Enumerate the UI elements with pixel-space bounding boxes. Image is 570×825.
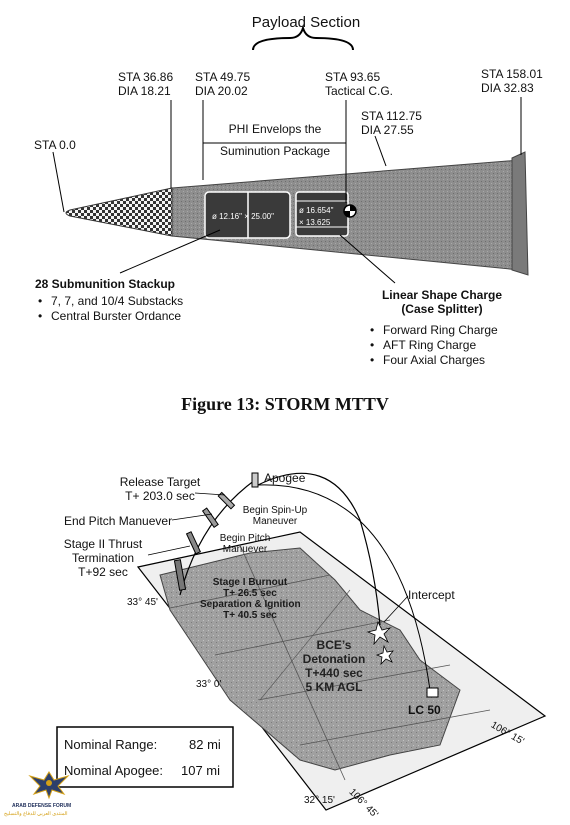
station-sta: STA 93.65 (325, 70, 381, 84)
latitude-3345: 33° 45' (127, 597, 158, 608)
target-path (257, 484, 431, 691)
spin-up-label: Begin Spin-Up Maneuver (235, 505, 315, 527)
bce-text-1: BCE’s (316, 638, 352, 652)
station-label-36: STA 36.86 DIA 18.21 (118, 70, 173, 98)
end-pitch-label: End Pitch Manuever (64, 514, 173, 528)
stage1-text-4: T+ 40.5 sec (223, 610, 277, 621)
station-dia: DIA 32.83 (481, 81, 534, 95)
stage1-label: Stage I Burnout T+ 26.5 sec Separation &… (200, 577, 301, 621)
phi-line-2: Suminution Package (219, 144, 331, 158)
figure-caption: Figure 13: STORM MTTV (181, 394, 389, 414)
station-label-158: STA 158.01 DIA 32.83 (481, 67, 543, 95)
nominal-apogee-row: Nominal Apogee: 107 mi (64, 763, 220, 778)
intercept-burst-1 (366, 620, 392, 646)
charge-item: Four Axial Charges (370, 353, 522, 368)
station-dia: DIA 20.02 (195, 84, 248, 98)
watermark-name: ARAB DEFENSE FORUM (12, 803, 72, 809)
apogee-label: Apogee (264, 471, 306, 485)
phi-envelope-label: PHI Envelops the Suminution Package (205, 122, 345, 158)
station-label-zero: STA 0.0 (34, 138, 76, 152)
station-sta: STA 36.86 (118, 70, 174, 84)
watermark: ARAB DEFENSE FORUM المنتدى العربي للدفاع… (2, 768, 102, 823)
spin-up-text-2: Maneuver (252, 516, 298, 527)
nominal-box (56, 726, 234, 788)
stage2-label: Stage II Thrust Termination T+92 sec (53, 537, 153, 579)
watermark-arabic: المنتدى العربي للدفاع والتسليح (4, 811, 68, 817)
dimension-ring-1: ø 16.654" (299, 206, 334, 215)
intercept-label: Intercept (408, 588, 455, 602)
stage1-text-3: Separation & Ignition (200, 599, 301, 610)
nominal-range-value: 82 mi (189, 737, 221, 752)
stage1-text-2: T+ 26.5 sec (223, 588, 277, 599)
rocket-stage-1 (173, 559, 187, 591)
lc50-marker (426, 687, 439, 698)
latitude-3215: 32° 15' (304, 795, 335, 806)
latitude-330: 33° 0' (196, 679, 222, 690)
submunition-item: Central Burster Ordance (38, 309, 183, 324)
nominal-range-label: Nominal Range: (64, 737, 158, 752)
station-dia: DIA 18.21 (118, 84, 171, 98)
begin-pitch-text-1: Begin Pitch (219, 533, 271, 544)
nominal-apogee-label: Nominal Apogee: (64, 763, 164, 778)
station-sta: STA 112.75 (361, 109, 422, 123)
begin-pitch-label: Begin Pitch Manuever (205, 533, 285, 555)
begin-pitch-text-2: Manuever (222, 544, 268, 555)
rocket-stage-3 (201, 507, 219, 529)
submunition-title: 28 Submunition Stackup (35, 277, 176, 291)
stage1-text-1: Stage I Burnout (212, 577, 288, 588)
bce-detonation-label: BCE’s Detonation T+440 sec 5 KM AGL (289, 638, 379, 694)
rocket-stage-2 (185, 531, 202, 555)
apogee-vehicle (251, 472, 259, 488)
station-sta: STA 49.75 (195, 70, 251, 84)
bce-text-4: 5 KM AGL (305, 680, 363, 694)
submunition-stackup: 28 Submunition Stackup 7, 7, and 10/4 Su… (35, 277, 183, 324)
station-label-49: STA 49.75 DIA 20.02 (195, 70, 250, 98)
phi-line-1: PHI Envelops the (228, 122, 322, 136)
charge-title-1: Linear Shape Charge (381, 288, 503, 302)
bce-text-2: Detonation (302, 652, 366, 666)
station-label-112: STA 112.75 DIA 27.55 (361, 109, 422, 137)
charge-item: AFT Ring Charge (370, 338, 522, 353)
charge-title-2: (Case Splitter) (401, 302, 483, 316)
lc50-label: LC 50 (408, 703, 441, 717)
intercept-burst-2 (375, 644, 394, 666)
submunition-item: 7, 7, and 10/4 Substacks (38, 294, 183, 309)
dimension-main: ø 12.16" × 25.00" (212, 212, 274, 221)
stage2-text-1: Stage II Thrust (63, 537, 143, 551)
station-sta: STA 158.01 (481, 67, 543, 81)
eagle-logo-icon (28, 771, 70, 800)
stage2-text-3: T+92 sec (78, 565, 128, 579)
bce-text-3: T+440 sec (305, 666, 363, 680)
dimension-ring-2: × 13.625 (299, 218, 331, 227)
nominal-apogee-value: 107 mi (181, 763, 221, 778)
payload-brace (252, 24, 354, 51)
stage2-text-2: Termination (71, 551, 135, 565)
nominal-range-row: Nominal Range: 82 mi (64, 737, 221, 752)
release-target-label: Release Target T+ 203.0 sec (110, 475, 210, 503)
payload-section-label: Payload Section (251, 14, 361, 31)
charge-item: Forward Ring Charge (370, 323, 522, 338)
linear-shape-charge: Linear Shape Charge (Case Splitter) Forw… (362, 288, 522, 368)
spin-up-text-1: Begin Spin-Up (242, 505, 308, 516)
missile-diagram (52, 24, 529, 284)
nose-cone (65, 187, 173, 237)
release-time-text: T+ 203.0 sec (125, 489, 195, 503)
launch-trajectory (179, 479, 256, 596)
station-dia: Tactical C.G. (325, 84, 394, 98)
release-target-text: Release Target (119, 475, 201, 489)
station-dia: DIA 27.55 (361, 123, 414, 137)
ballistic-arc (257, 472, 381, 626)
station-label-93: STA 93.65 Tactical C.G. (325, 70, 393, 98)
